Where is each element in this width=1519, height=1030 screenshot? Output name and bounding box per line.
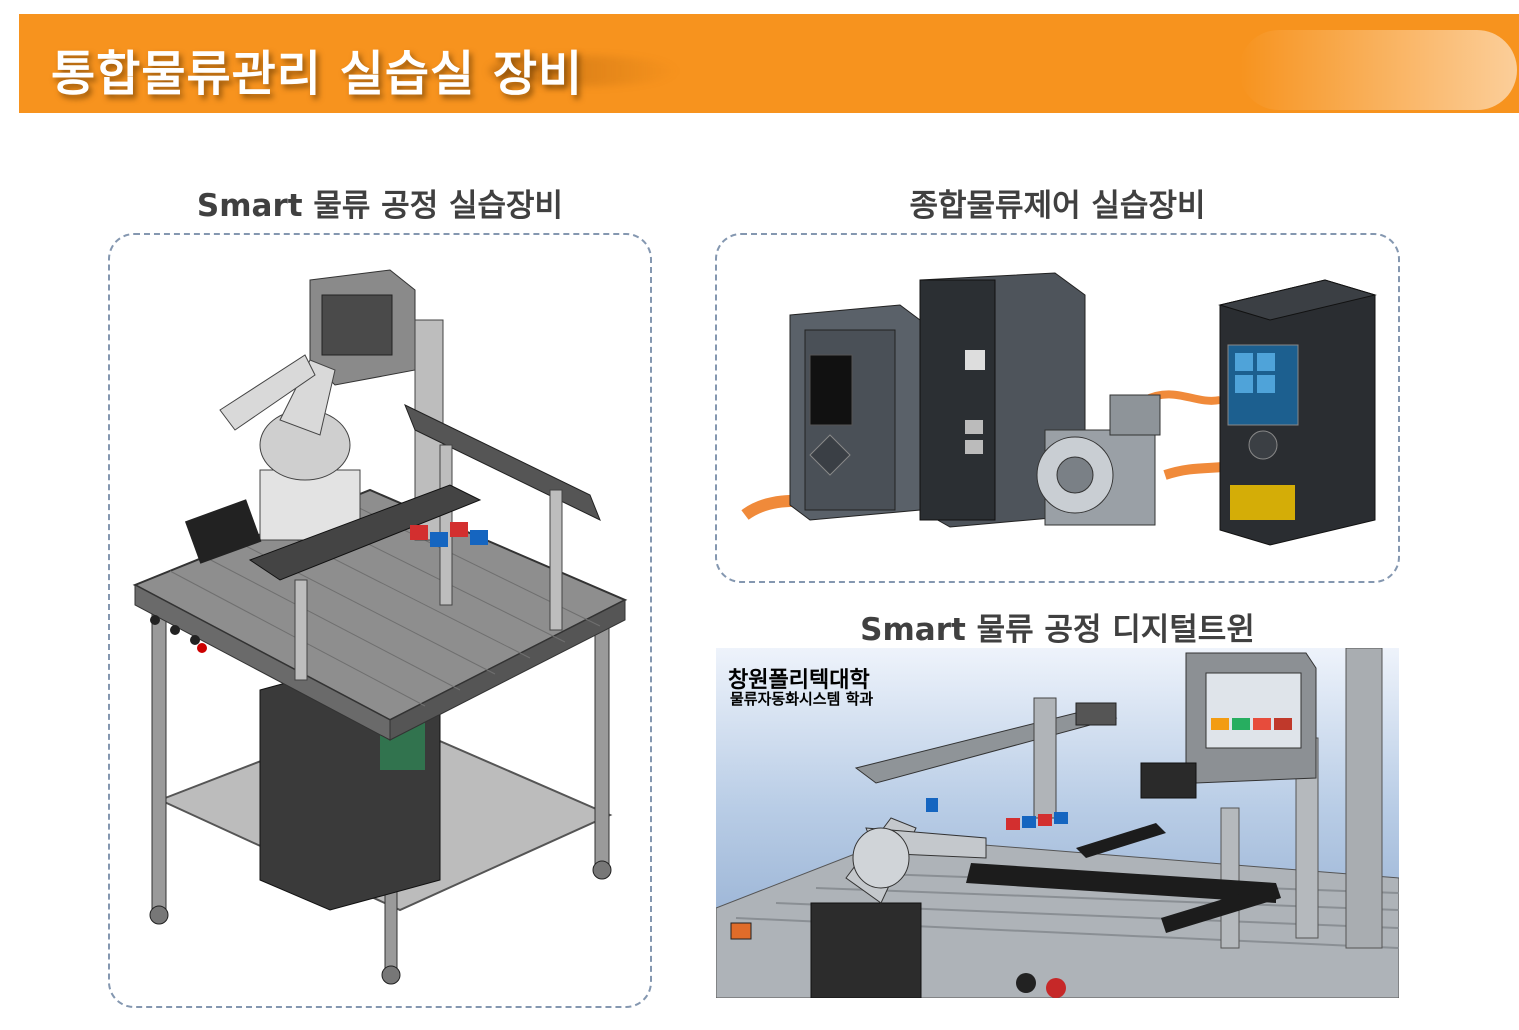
banner-highlight [1239,30,1517,110]
section-heading-smart-process: Smart 물류 공정 실습장비 [196,188,564,224]
section-heading-integrated-control: 종합물류제어 실습장비 [909,188,1206,224]
workstation-image [130,260,635,985]
page-title: 통합물류관리 실습실 장비 [51,46,584,102]
department-name-label: 물류자동화시스템 학과 [730,690,874,708]
banner-swoosh [489,56,679,86]
college-name-label: 창원폴리텍대학 [728,668,870,693]
digital-twin-image: 창원폴리텍대학 물류자동화시스템 학과 [716,648,1399,998]
plc-servo-drive-image [725,265,1390,550]
section-heading-digital-twin: Smart 물류 공정 디지털트윈 [860,612,1255,648]
header-banner: 통합물류관리 실습실 장비 [19,14,1519,113]
